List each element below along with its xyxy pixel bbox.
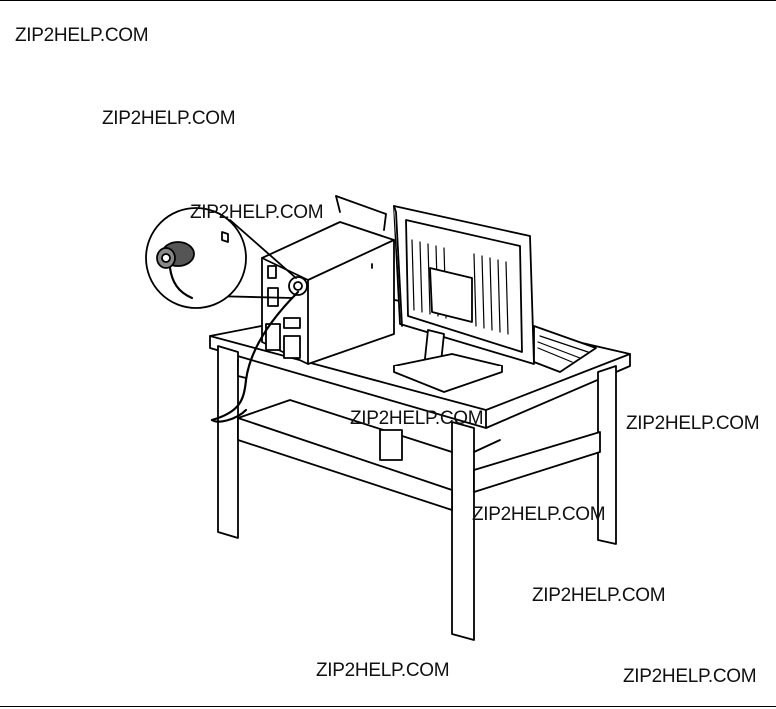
computer-tower [261,195,395,365]
bottom-rule [0,706,776,707]
watermark: ZIP2HELP.COM [350,408,484,429]
watermark: ZIP2HELP.COM [623,666,757,687]
watermark: ZIP2HELP.COM [190,202,324,223]
watermark: ZIP2HELP.COM [102,108,236,129]
monitor-vents [411,239,509,335]
monitor [393,205,535,393]
lock-zoom-callout [145,207,297,309]
security-cable [210,290,300,423]
watermark: ZIP2HELP.COM [316,660,450,681]
desk-legs [217,345,617,641]
watermark: ZIP2HELP.COM [15,25,149,46]
top-rule [0,0,776,1]
watermark: ZIP2HELP.COM [626,413,760,434]
watermark: ZIP2HELP.COM [472,504,606,525]
watermark: ZIP2HELP.COM [532,585,666,606]
keyboard [533,325,597,373]
desk-lower-frame [237,399,601,511]
